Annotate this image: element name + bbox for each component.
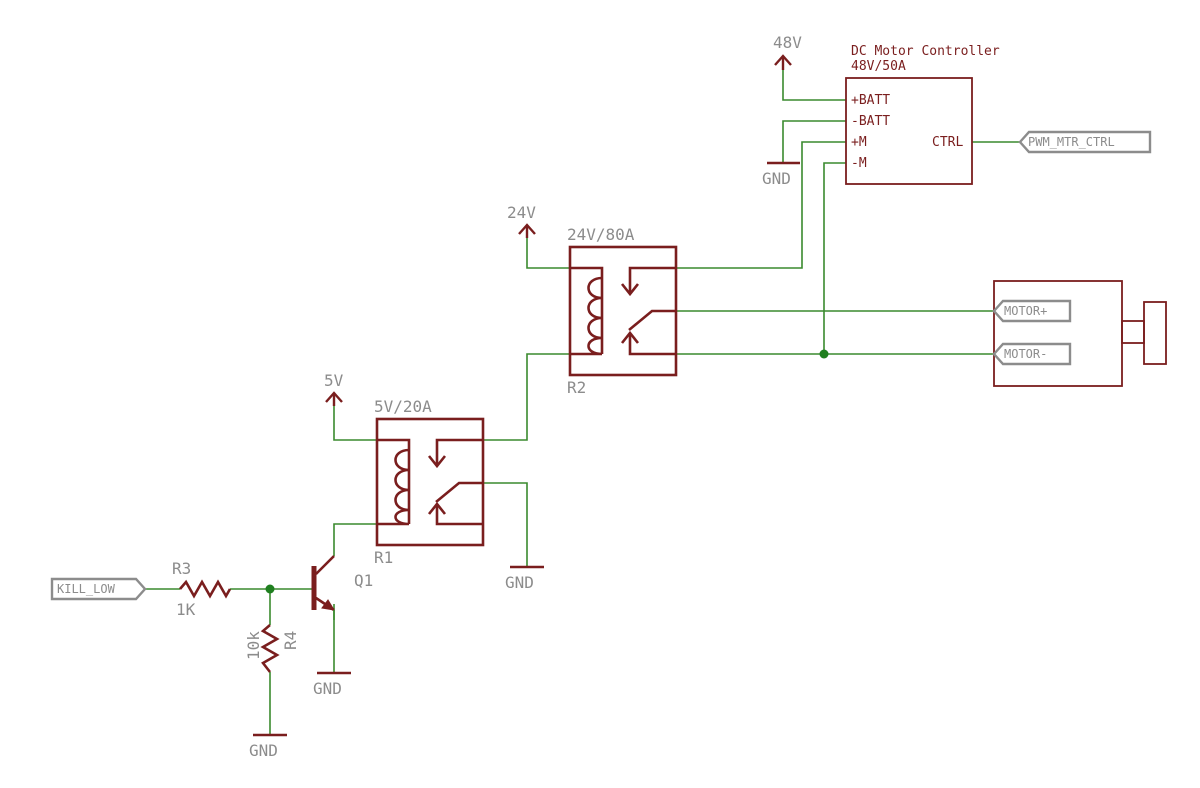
port-pwm-label: PWM_MTR_CTRL (1028, 135, 1115, 149)
resistor-r3-ref: R3 (172, 559, 191, 578)
port-motor-pos-label: MOTOR+ (1004, 304, 1047, 318)
pin-batt-neg: -BATT (851, 114, 890, 129)
relay-r1[interactable]: 5V/20A R1 (374, 397, 485, 567)
port-kill-low-outline (50, 577, 147, 601)
supply-5v: 5V (324, 371, 344, 406)
transistor-q1[interactable]: Q1 (311, 555, 373, 620)
ground-label: GND (762, 169, 791, 188)
pin-m-neg: -M (851, 156, 867, 171)
port-motor-neg-outline (992, 342, 1072, 366)
relay-r2-ref: R2 (567, 378, 586, 397)
transistor-q1-ref: Q1 (354, 571, 373, 590)
supply-48v: 48V (773, 33, 802, 70)
relay-r2-rating: 24V/80A (567, 225, 635, 244)
ground-q1: GND (313, 671, 351, 698)
motor-controller-title: DC Motor Controller (851, 44, 1000, 59)
ground-controller: GND (762, 161, 800, 188)
resistor-r3-value: 1K (176, 600, 196, 619)
motor-shaft (1121, 320, 1145, 344)
ground-label: GND (249, 741, 278, 760)
wires (145, 68, 1020, 734)
resistor-r3[interactable]: R3 1K (172, 559, 232, 619)
ground-r1: GND (505, 565, 544, 592)
relay-r1-rating: 5V/20A (374, 397, 432, 416)
wire-batt-neg (782, 120, 846, 162)
supply-24v-label: 24V (507, 203, 536, 222)
motor-controller-rating: 48V/50A (851, 59, 906, 74)
port-motor-neg[interactable]: MOTOR- (992, 342, 1072, 366)
resistor-r4[interactable]: 10k R4 (244, 624, 300, 673)
pin-batt-pos: +BATT (851, 93, 890, 108)
coil-icon (570, 266, 604, 356)
motor[interactable] (993, 280, 1167, 387)
port-motor-pos-outline (992, 299, 1072, 323)
supply-24v: 24V (507, 203, 536, 238)
junction-base (265, 584, 275, 594)
wire-r1-q1 (333, 523, 377, 556)
port-pwm-mtr-ctrl[interactable]: PWM_MTR_CTRL (1018, 130, 1152, 154)
port-motor-neg-label: MOTOR- (1004, 347, 1047, 361)
resistor-zigzag-icon (179, 579, 232, 599)
motor-body (993, 280, 1123, 387)
port-kill-low[interactable]: KILL_LOW (50, 577, 147, 601)
wire-24v (526, 236, 570, 269)
coil-icon (377, 438, 411, 526)
wire-5v (333, 404, 377, 441)
wire-motor-neg-ctrl (823, 162, 846, 354)
motor-controller-body (845, 77, 973, 185)
wire-48v (782, 68, 846, 101)
resistor-r4-ref: R4 (281, 631, 300, 650)
ground-label: GND (313, 679, 342, 698)
ground-r4: GND (249, 733, 287, 760)
relay-r2[interactable]: 24V/80A R2 (567, 225, 678, 397)
ground-label: GND (505, 573, 534, 592)
pin-ctrl: CTRL (932, 135, 963, 150)
npn-collector (315, 555, 335, 575)
port-pwm-outline (1018, 130, 1152, 154)
supply-48v-label: 48V (773, 33, 802, 52)
emitter-arrow-icon (321, 599, 335, 611)
supply-5v-label: 5V (324, 371, 344, 390)
pin-m-pos: +M (851, 135, 867, 150)
wire-r2-coil-r1 (484, 353, 570, 441)
wire-motor-pos-ctrl (677, 141, 846, 269)
motor-flange (1143, 301, 1167, 365)
resistor-r4-value: 10k (244, 631, 263, 660)
relay-r1-ref: R1 (374, 548, 393, 567)
port-motor-pos[interactable]: MOTOR+ (992, 299, 1072, 323)
switch-contact-icon (427, 438, 483, 526)
port-kill-low-label: KILL_LOW (57, 582, 116, 596)
junction-motor-neg (819, 349, 829, 359)
resistor-zigzag-icon (260, 624, 280, 673)
wire-r1-gnd (484, 482, 528, 566)
switch-contact-icon (620, 266, 676, 356)
motor-controller[interactable]: DC Motor Controller 48V/50A +BATT -BATT … (845, 44, 1000, 185)
